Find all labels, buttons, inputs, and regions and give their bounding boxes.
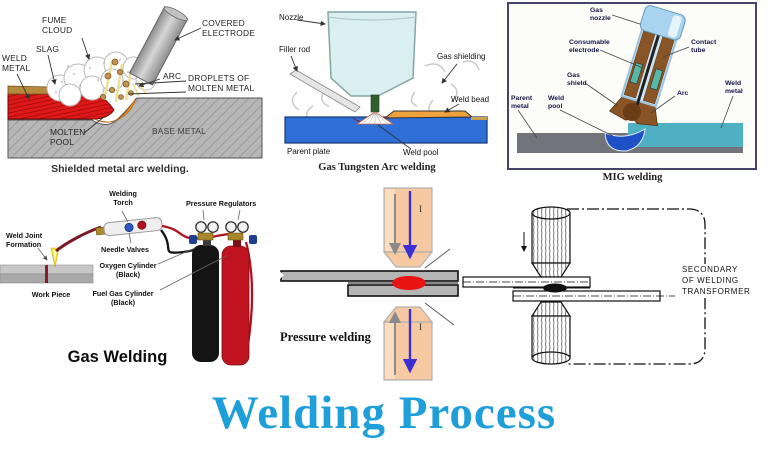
panel-smaw: FUME CLOUD COVERED ELECTRODE SLAG WELD M…	[0, 0, 270, 185]
gas-label-work-piece: Work Piece	[31, 290, 71, 299]
mig-label-gas-shield: Gas shield	[567, 72, 587, 88]
gtaw-caption: Gas Tungsten Arc welding	[318, 162, 436, 173]
smaw-diagram-graphic	[7, 5, 263, 159]
mig-label-consumable-electrode: Consumable electrode	[569, 39, 610, 55]
mig-label-arc: Arc	[677, 90, 689, 97]
smaw-caption: Shielded metal arc welding.	[51, 163, 189, 175]
mig-diagram-graphic	[507, 2, 757, 170]
gtaw-diagram-graphic	[284, 11, 488, 150]
spot-welding-diagram-graphic	[462, 206, 706, 365]
smaw-label-droplets: DROPLETS OF MOLTEN METAL	[188, 73, 255, 93]
mig-caption: MIG welding	[602, 172, 663, 183]
pressure-current-label-top: I	[419, 205, 423, 215]
gas-label-weld-joint-formation: Weld Joint Formation	[6, 231, 43, 249]
panel-gtaw: Nozzle Filler rod Gas shielding Weld bea…	[265, 0, 500, 185]
gas-label-oxygen-cylinder: Oxygen Cylinder (Black)	[99, 261, 157, 279]
gas-label-welding-torch: Welding Torch	[109, 189, 137, 207]
mig-label-contact-tube: Contact tube	[691, 39, 717, 55]
mig-label-gas-nozzle: Gas nozzle	[590, 7, 611, 23]
gtaw-label-weld-pool: Weld pool	[403, 148, 439, 157]
mig-label-parent-metal: Parent metal	[511, 95, 533, 111]
panel-mig: Gas nozzle Consumable electrode Contact …	[505, 0, 768, 190]
gtaw-label-nozzle: Nozzle	[279, 13, 304, 22]
pressure-welding-diagram-graphic	[277, 187, 459, 381]
gas-label-pressure-regulators: Pressure Regulators	[186, 199, 257, 208]
gtaw-label-weld-bead: Weld bead	[451, 95, 490, 104]
panel-pressure-welding: I I Pressure welding	[270, 185, 520, 385]
mig-label-weld-metal: Weld metal	[725, 80, 743, 96]
gtaw-label-parent-plate: Parent plate	[287, 147, 331, 156]
gas-welding-diagram-graphic	[0, 209, 257, 366]
pressure-welding-caption: Pressure welding	[280, 330, 371, 344]
gas-welding-title: Gas Welding	[67, 348, 168, 366]
smaw-label-covered-electrode: COVERED ELECTRODE	[202, 18, 255, 38]
page-title: Welding Process	[211, 387, 557, 439]
panel-gas-welding: Welding Torch Pressure Regulators Weld J…	[0, 185, 270, 385]
smaw-label-arc: ARC	[163, 71, 182, 81]
gas-label-fuel-gas-cylinder: Fuel Gas Cylinder (Black)	[92, 289, 154, 307]
panel-spot-welding: SECONDARY OF WELDING TRANSFORMER	[460, 185, 768, 385]
smaw-label-slag: SLAG	[36, 44, 60, 54]
pressure-current-label-bottom: I	[419, 323, 423, 333]
smaw-label-base-metal: BASE METAL	[152, 126, 206, 136]
mig-label-weld-pool: Weld pool	[548, 95, 565, 111]
smaw-label-fume-cloud: FUME CLOUD	[42, 15, 73, 35]
gtaw-label-filler-rod: Filler rod	[279, 45, 311, 54]
spot-label-secondary-of-welding-transformer: SECONDARY OF WELDING TRANSFORMER	[680, 264, 753, 299]
smaw-label-molten-pool: MOLTEN POOL	[50, 127, 86, 147]
gas-label-needle-valves: Needle Valves	[101, 245, 149, 254]
smaw-label-weld-metal: WELD METAL	[2, 53, 31, 73]
gtaw-label-gas-shielding: Gas shielding	[437, 52, 486, 61]
